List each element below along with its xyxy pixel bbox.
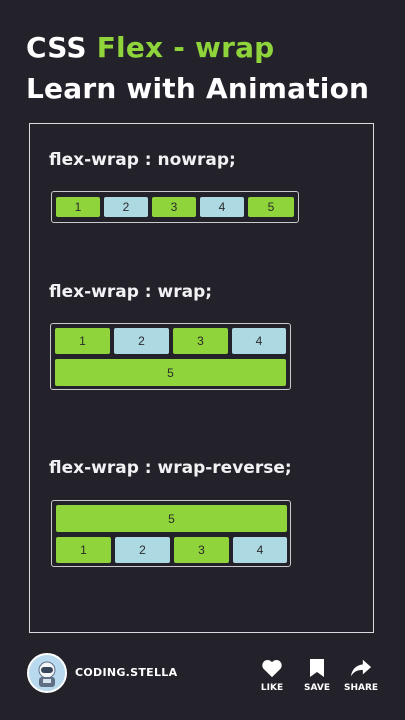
flex-item: 3: [173, 328, 228, 354]
share-label: SHARE: [343, 683, 379, 693]
flex-item: 5: [248, 197, 294, 217]
flex-item: 3: [152, 197, 196, 217]
share-button[interactable]: SHARE: [339, 658, 383, 693]
save-label: SAVE: [304, 683, 330, 693]
flex-item: 4: [232, 328, 286, 354]
title-prefix: CSS: [26, 31, 97, 64]
astronaut-icon: [29, 655, 65, 691]
share-arrow-icon: [350, 659, 372, 677]
subtitle: Learn with Animation: [26, 72, 370, 105]
demo-panel: [29, 123, 374, 633]
channel-avatar[interactable]: [27, 653, 67, 693]
heart-icon: [262, 660, 282, 678]
flex-container-wrap: 1 2 3 4 5: [50, 323, 291, 390]
save-button[interactable]: SAVE: [295, 658, 339, 693]
flex-item: 2: [104, 197, 148, 217]
flex-container-wrap-reverse: 5 1 2 3 4: [51, 500, 291, 567]
like-label: LIKE: [260, 683, 284, 693]
label-wrap-reverse: flex-wrap : wrap-reverse;: [49, 458, 292, 478]
title-accent: Flex - wrap: [96, 31, 275, 64]
flex-item: 5: [56, 505, 287, 532]
flex-item: 5: [55, 359, 286, 386]
flex-item: 2: [115, 537, 170, 563]
title-line-1: CSS Flex - wrap: [26, 31, 274, 64]
label-nowrap: flex-wrap : nowrap;: [49, 150, 236, 170]
flex-item: 4: [233, 537, 287, 563]
flex-item: 4: [200, 197, 244, 217]
flex-item: 1: [55, 328, 110, 354]
bookmark-icon: [310, 659, 324, 677]
flex-item: 1: [56, 537, 111, 563]
channel-name[interactable]: CODING.STELLA: [75, 666, 178, 679]
flex-container-nowrap: 1 2 3 4 5: [51, 191, 299, 223]
like-button[interactable]: LIKE: [250, 658, 294, 693]
flex-item: 3: [174, 537, 229, 563]
flex-item: 2: [114, 328, 169, 354]
label-wrap: flex-wrap : wrap;: [49, 282, 213, 302]
flex-item: 1: [56, 197, 100, 217]
